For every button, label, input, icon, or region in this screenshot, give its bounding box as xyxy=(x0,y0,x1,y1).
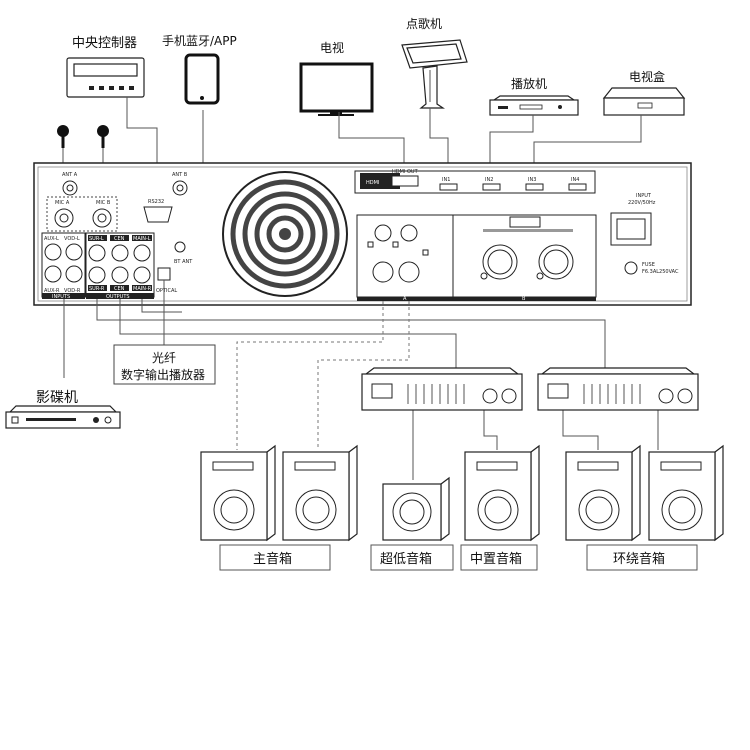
main-l-label: MAIN-L xyxy=(133,236,151,242)
bt-ant-label: BT ANT xyxy=(174,259,193,265)
tv-label: 电视 xyxy=(320,40,344,55)
main-speaker-right-icon xyxy=(282,444,358,542)
surround-speakers-box xyxy=(586,544,698,571)
in1-label: IN1 xyxy=(442,177,450,183)
central-controller-label: 中央控制器 xyxy=(72,36,137,51)
player-icon xyxy=(489,95,579,116)
central-controller-icon xyxy=(66,57,145,98)
jukebox-icon xyxy=(401,39,468,109)
fan-grille-icon xyxy=(222,171,348,297)
vod-r-label: VOD-R xyxy=(64,288,81,294)
ant-a-label: ANT A xyxy=(62,172,78,178)
center-speaker-icon xyxy=(464,444,540,542)
fuse-spec-label: F6.3AL250VAC xyxy=(642,269,679,275)
in2-label: IN2 xyxy=(485,177,493,183)
center-speaker-label: 中置音箱 xyxy=(470,551,522,567)
input-label: INPUT xyxy=(636,193,652,199)
optical-label: OPTICAL xyxy=(156,288,177,294)
tv-box-label: 电视盒 xyxy=(629,69,665,84)
amplifier-rear-panel: ANT A ANT B MIC A MIC B RS232 BT ANT AUX… xyxy=(33,162,692,306)
rs232-label: RS232 xyxy=(148,199,164,205)
input-spec-label: 220V/50Hz xyxy=(628,200,656,206)
in4-label: IN4 xyxy=(571,177,579,183)
tv-icon xyxy=(299,62,374,116)
surround-speaker-left-icon xyxy=(565,444,641,542)
mic-a-label: MIC A xyxy=(55,200,70,206)
center-speaker-box xyxy=(460,544,538,571)
subwoofer-amplifier-icon xyxy=(361,367,523,411)
hdmi-logo-label: HDMI xyxy=(366,180,379,186)
subwoofer-label: 超低音箱 xyxy=(380,551,432,567)
surround-speakers-label: 环绕音箱 xyxy=(613,551,665,567)
bottom-connection-lines xyxy=(63,280,659,480)
phone-app-label: 手机蓝牙/APP xyxy=(162,34,237,48)
tv-box-icon xyxy=(602,87,686,116)
aux-r-label: AUX-R xyxy=(44,288,60,294)
phone-icon xyxy=(184,53,220,105)
sur-l-label: SUR-L xyxy=(89,236,104,242)
sur-r-label: SUR-R xyxy=(89,286,105,292)
jukebox-label: 点歌机 xyxy=(406,16,442,31)
main-speakers-box xyxy=(219,544,331,571)
sw-label: CEN xyxy=(114,286,125,292)
optical-line1-label: 光纤 xyxy=(152,351,176,365)
dvd-player-label: 影碟机 xyxy=(36,390,78,406)
dvd-player-icon xyxy=(5,405,121,429)
fuse-label: FUSE xyxy=(642,262,655,268)
zone-b-label: B xyxy=(522,296,526,302)
in3-label: IN3 xyxy=(528,177,536,183)
main-speaker-left-icon xyxy=(200,444,276,542)
optical-line2-label: 数字输出播放器 xyxy=(121,367,205,382)
hdmi-out-label: HDMI OUT xyxy=(392,169,419,175)
surround-amplifier-icon xyxy=(537,367,699,411)
subwoofer-speaker-icon xyxy=(382,476,450,542)
cen-label: CEN xyxy=(114,236,125,242)
main-speakers-label: 主音箱 xyxy=(253,551,292,567)
outputs-label: OUTPUTS xyxy=(106,294,130,300)
ant-b-label: ANT B xyxy=(172,172,188,178)
microphone-b-icon xyxy=(97,125,109,148)
mic-b-label: MIC B xyxy=(96,200,111,206)
main-r-label: MAIN-R xyxy=(133,286,152,292)
subwoofer-box xyxy=(370,544,454,571)
player-label: 播放机 xyxy=(511,76,547,91)
vod-l-label: VOD-L xyxy=(64,236,80,242)
aux-l-label: AUX-L xyxy=(44,236,59,242)
microphone-a-icon xyxy=(57,125,69,148)
optical-player-box xyxy=(113,344,216,385)
zone-a-label: A xyxy=(403,296,407,302)
surround-speaker-right-icon xyxy=(648,444,724,542)
inputs-label: INPUTS xyxy=(52,294,70,300)
